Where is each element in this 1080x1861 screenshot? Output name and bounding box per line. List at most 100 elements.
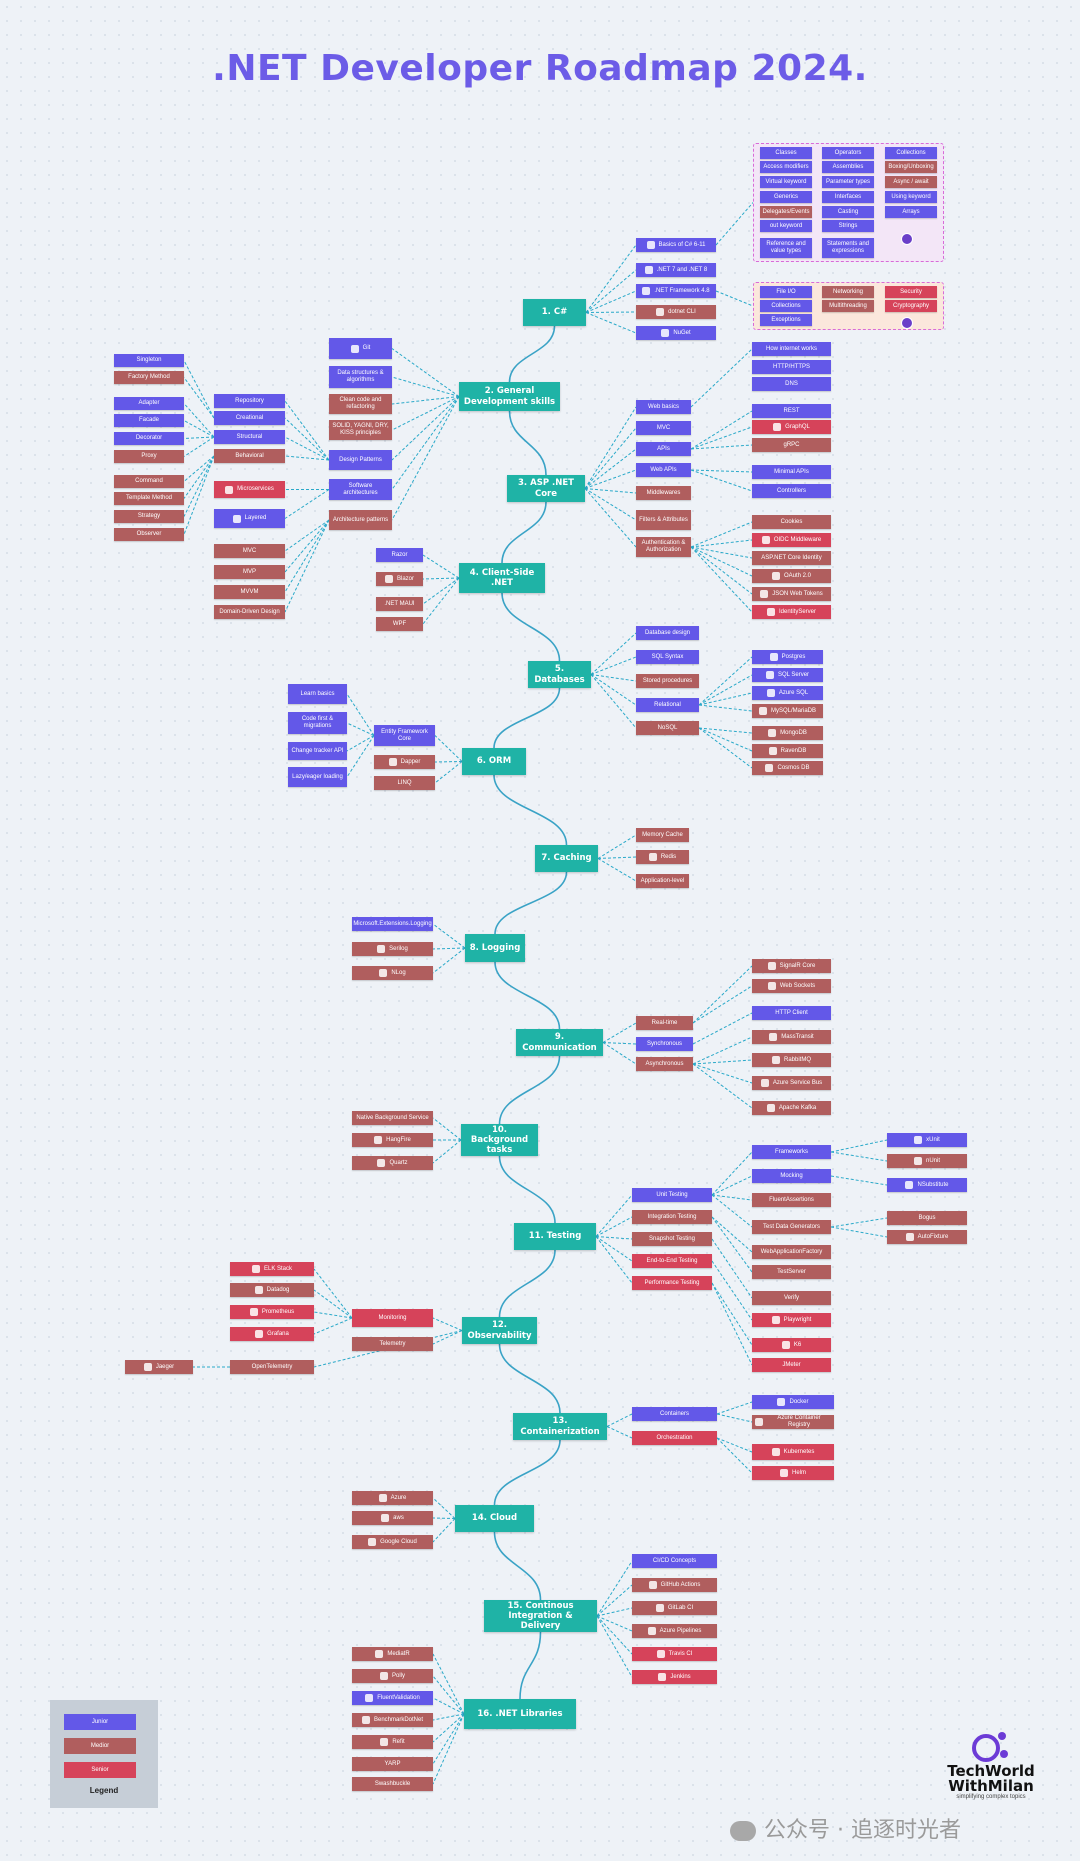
node-software-architectures: Software architectures [329,479,392,500]
node-performance-testing: Performance Testing [632,1276,712,1290]
node-native-background-service: Native Background Service [352,1111,433,1125]
polly-icon [379,1672,388,1680]
node-git: Git [329,338,392,359]
node-adapter: Adapter [114,397,184,410]
connector-m5-d2 [590,656,637,675]
node-label: Structural [236,433,263,440]
connector-a3-w5 [690,426,753,450]
connector-dp4-dp13 [183,455,215,517]
topic-13-containerization: 13. Containerization [513,1413,607,1440]
node-arrays: Arrays [885,206,937,218]
node-mvp: MVP [214,565,285,579]
node-sql-syntax: SQL Syntax [636,650,699,664]
connector-g6-ar2 [284,489,330,519]
connector-a7-au1 [690,521,753,548]
connector-ob5-ob3 [313,1311,353,1319]
node-sql-server: SQL Server [752,668,823,682]
node-label: Collections [771,302,801,309]
connector-a1-w1 [690,348,753,408]
datadog-icon [254,1286,263,1294]
connector-t3-it3 [711,1238,753,1299]
node-label: Azure Container Registry [777,1415,821,1428]
connector-m1-cs1 [585,244,637,313]
node-label: File I/O [776,288,796,295]
azure-pipelines-icon [647,1627,656,1635]
node-label: Jenkins [670,1673,691,1680]
node-label: dotnet CLI [668,308,696,315]
connector-m15-ci6 [596,1615,633,1678]
node-grafana: Grafana [230,1327,314,1341]
node-label: Boxing/Unboxing [888,163,934,170]
node-label: Arrays [902,208,920,215]
node-azure: Azure [352,1491,433,1505]
csharp-logo-icon [901,317,913,329]
nuget-icon [661,329,670,337]
node-label: Playwright [783,1316,812,1323]
node-label: aws [393,1514,404,1521]
node-label: Polly [391,1672,405,1679]
connector-m11-t5 [595,1236,633,1284]
node-label: Microservices [237,486,274,493]
connector-ct2-ct6 [716,1437,753,1474]
connector-m1-cs5 [585,312,637,334]
node-label: Application-level [640,877,685,884]
connector-g7-ap1 [284,519,330,552]
node-label: AutoFixture [917,1233,949,1240]
node-label: RabbitMQ [783,1056,811,1063]
node-nosql: NoSQL [636,721,699,735]
connector-a4-w8 [690,469,753,492]
node-creational: Creational [214,411,285,425]
node-label: Stored procedures [642,677,693,684]
node-exceptions: Exceptions [760,314,812,326]
node-application-level: Application-level [636,874,689,888]
node-label: Delegates/Events [762,208,810,215]
node-label: Web Sockets [779,982,816,989]
connector-a7-au2 [690,539,753,548]
terminal-icon [656,308,665,316]
node-label: Creational [235,414,264,421]
node-azure-sql: Azure SQL [752,686,823,700]
topic-8-logging: 8. Logging [465,934,525,962]
connector-m3-a5 [584,488,637,494]
node-middlewares: Middlewares [636,486,691,500]
connector-t1-ut1 [711,1151,753,1196]
connector-m6-o1 [434,735,463,762]
node-label: Azure Pipelines [659,1627,702,1634]
connector-m3-a4 [584,469,637,489]
node-label: MediatR [387,1650,410,1657]
node-label: NLog [391,969,406,976]
connector-m16-lb2 [432,1675,465,1715]
node-label: nUnit [925,1157,940,1164]
connector-m7-k3 [597,858,637,882]
node-quartz: Quartz [352,1156,433,1170]
node-label: Telemetry [379,1340,406,1347]
xunit-icon [914,1136,923,1144]
node-label: Multithreading [829,302,867,309]
connector-o1-e4 [346,735,375,778]
node-label: WebApplicationFactory [760,1248,823,1255]
node-singleton: Singleton [114,354,184,367]
node-filters-attributes: Filters & Attributes [636,510,691,530]
node-monitoring: Monitoring [352,1309,433,1327]
node-label: Adapter [138,400,160,407]
node-label: Web basics [648,403,679,410]
legend-title: Legend [89,1786,119,1795]
connector-cm3-cm9 [692,1063,753,1084]
topic-7-caching: 7. Caching [535,845,598,872]
websockets-icon [767,982,776,990]
connector-m2-g5 [391,396,460,461]
connector-m14-cl2 [432,1517,456,1519]
node-label: GitHub Actions [660,1581,701,1588]
node-label: Data structures & algorithms [337,370,384,383]
node-label: Reference and value types [766,241,806,254]
node-testserver: TestServer [752,1265,831,1279]
connector-m3-a3 [584,448,637,489]
node-label: Mocking [780,1172,803,1179]
connector-a7-au3 [690,546,753,559]
node-label: Parameter types [825,178,871,185]
connector-a7-au6 [690,546,753,613]
node-label: Dapper [400,758,421,765]
node-yarp: YARP [352,1757,433,1771]
topic-1-c: 1. C# [523,299,586,326]
